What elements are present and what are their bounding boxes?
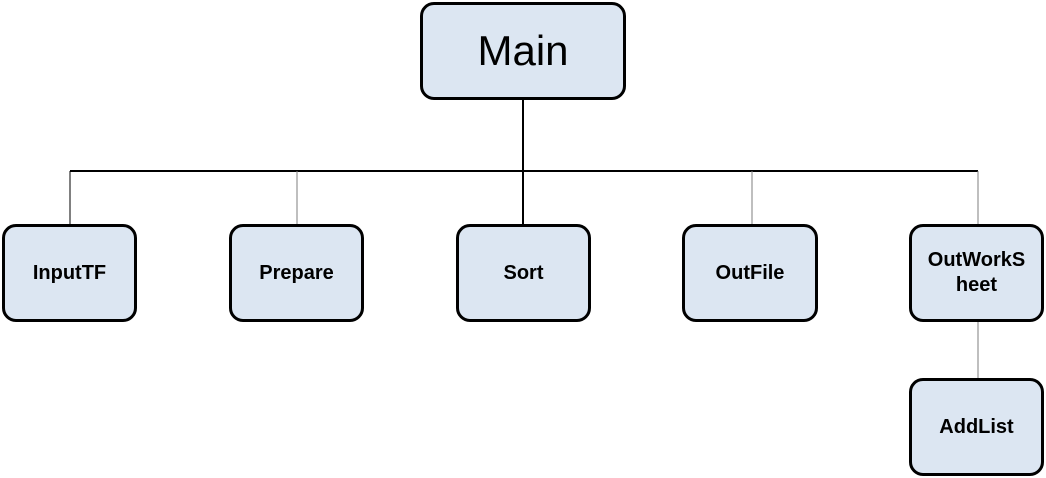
node-main: Main — [420, 2, 626, 100]
node-inputtf: InputTF — [2, 224, 137, 322]
node-sort: Sort — [456, 224, 591, 322]
node-sort-label: Sort — [503, 261, 544, 284]
node-prepare-label: Prepare — [259, 261, 334, 284]
node-main-label: Main — [477, 26, 569, 74]
node-outworksheet-label: OutWorkS heet — [927, 249, 1026, 296]
node-prepare: Prepare — [229, 224, 364, 322]
node-outworksheet: OutWorkS heet — [909, 224, 1044, 322]
node-addlist: AddList — [909, 378, 1044, 476]
node-addlist-label: AddList — [939, 415, 1014, 438]
node-outfile: OutFile — [682, 224, 818, 322]
node-inputtf-label: InputTF — [32, 261, 107, 284]
node-outfile-label: OutFile — [715, 261, 785, 284]
